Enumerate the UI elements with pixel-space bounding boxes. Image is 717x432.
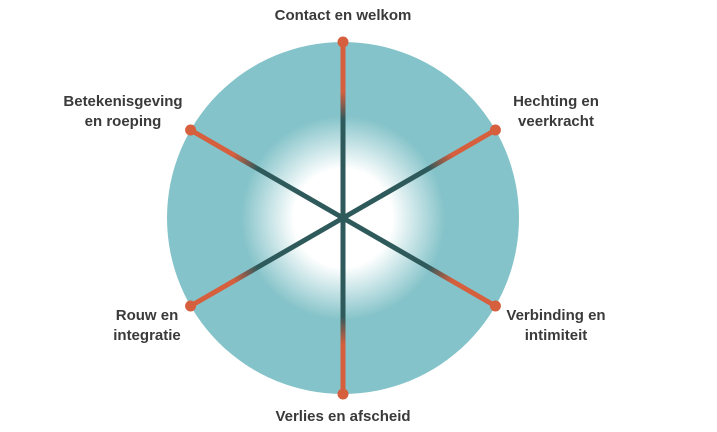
spoke-end-dot-bottom-right [489, 300, 501, 312]
label-contact-en-welkom: Contact en welkom [274, 7, 412, 24]
spoke-bottom-right [340, 215, 498, 309]
label-verlies-en-afscheid: Verlies en afscheid [275, 408, 411, 425]
spoke-top-left [188, 127, 346, 221]
spoke-bottom-left [188, 215, 346, 309]
label-verbinding-en-intimiteit: Verbinding en intimiteit [506, 307, 606, 344]
spoke-end-dot-top [337, 36, 349, 48]
spoke-end-dot-top-left [185, 124, 197, 136]
label-betekenisgeving-en-roeping: Betekenisgeving en roeping [63, 93, 183, 130]
spoke-end-dot-top-right [489, 124, 501, 136]
label-rouw-en-integratie: Rouw en integratie [113, 307, 181, 344]
spoke-end-dot-bottom-left [185, 300, 197, 312]
wheel-spokes [185, 36, 501, 400]
spoke-top-right [340, 127, 498, 221]
spoke-end-dot-bottom [337, 388, 349, 400]
label-hechting-en-veerkracht: Hechting en veerkracht [513, 93, 599, 130]
